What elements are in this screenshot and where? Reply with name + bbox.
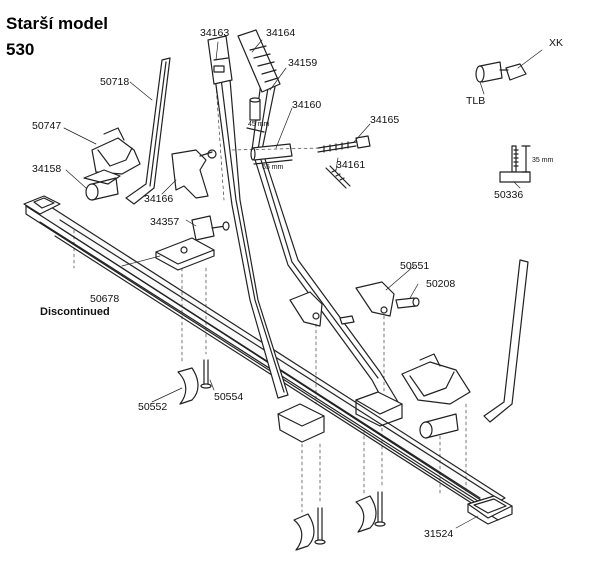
wheel-strap-50718 <box>125 57 171 205</box>
model-number: 530 <box>6 40 35 59</box>
wheel-holder-50747 <box>83 127 141 185</box>
mount-bracket-50551 <box>355 281 395 317</box>
clamp-bottom-right <box>355 495 377 533</box>
label-34159: 34159 <box>288 57 318 69</box>
label-34163: 34163 <box>200 27 230 39</box>
label-34161: 34161 <box>336 159 366 171</box>
knob-34158 <box>85 177 119 201</box>
top-cap-34163 <box>207 35 233 85</box>
wheel-strap-right <box>483 259 529 423</box>
label-50336: 50336 <box>494 189 524 201</box>
dimension-35mm: 35 mm <box>532 157 554 164</box>
label-50747: 50747 <box>32 120 62 132</box>
rail-end-cap-left <box>23 195 61 215</box>
label-50551: 50551 <box>400 260 430 272</box>
label-tlb: TLB <box>466 95 486 107</box>
label-50208: 50208 <box>426 278 456 290</box>
handle-34164 <box>237 29 281 93</box>
t-bolt-50336 <box>499 145 531 183</box>
label-31524: 31524 <box>424 528 454 540</box>
a-frame-left-arm <box>211 54 289 399</box>
label-50554: 50554 <box>214 391 244 403</box>
label-50678: 50678 <box>90 293 120 305</box>
screw-34161 <box>325 165 351 189</box>
assembly-guides <box>73 83 467 513</box>
mount-plate-50678 <box>155 237 215 271</box>
pin-45mm <box>246 97 265 133</box>
screw-bottom-right <box>374 491 386 527</box>
tube-65mm <box>250 143 293 165</box>
wheel-holder-right <box>401 353 471 405</box>
base-bracket-left <box>277 403 325 443</box>
discontinued-note: Discontinued <box>40 306 110 318</box>
label-34165: 34165 <box>370 114 400 126</box>
dimension-45mm: 45 mm <box>248 121 270 128</box>
lock-cylinder-tlb <box>475 61 503 83</box>
clip-34357 <box>191 215 230 241</box>
knob-right <box>419 413 459 439</box>
bolt-50208 <box>395 297 420 309</box>
label-34357: 34357 <box>150 216 180 228</box>
mount-bracket-center <box>289 291 323 327</box>
bracket-34166 <box>171 149 217 199</box>
screw-bottom-left <box>314 507 326 545</box>
label-xk: XK <box>549 37 564 49</box>
pin-center <box>339 315 355 325</box>
label-50552: 50552 <box>138 401 168 413</box>
label-34166: 34166 <box>144 193 174 205</box>
dimension-65mm: 65 mm <box>262 164 284 171</box>
clamp-50552 <box>177 367 199 405</box>
bolt-34165 <box>317 135 371 153</box>
clamp-bottom-left <box>293 513 315 551</box>
model-title: Starší model <box>6 14 109 33</box>
rail-end-cap-right <box>467 495 513 525</box>
label-34164: 34164 <box>266 27 296 39</box>
dimension-35mm-marker <box>521 145 531 173</box>
rail-tube <box>25 199 506 521</box>
base-bracket-right <box>355 391 403 427</box>
label-34158: 34158 <box>32 163 62 175</box>
leader-lines <box>63 39 543 529</box>
key-xk <box>499 63 527 81</box>
screw-50554 <box>200 359 212 389</box>
label-34160: 34160 <box>292 99 322 111</box>
label-50718: 50718 <box>100 76 130 88</box>
